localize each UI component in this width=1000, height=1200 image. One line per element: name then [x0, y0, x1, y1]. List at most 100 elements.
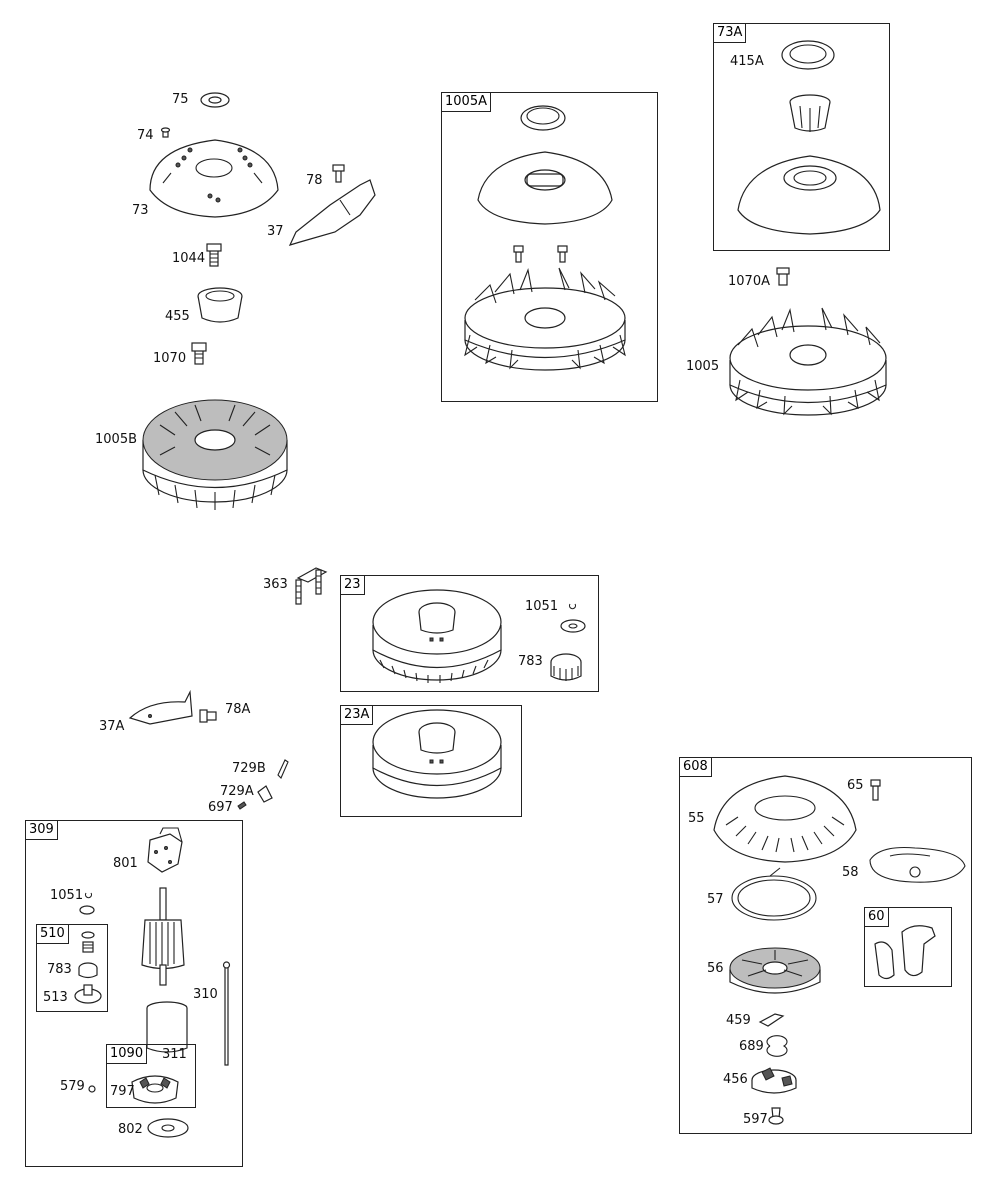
part-label: 74: [137, 128, 154, 143]
part-label: 802: [118, 1122, 143, 1137]
part-310-housing: [146, 1001, 188, 1053]
part-armature: [141, 887, 185, 986]
part-label: 57: [707, 892, 724, 907]
part-1005-flywheel: [729, 307, 887, 416]
part-label: 1051: [525, 599, 559, 614]
part-37A-bracket: [128, 689, 193, 725]
part-597-screw: [768, 1107, 784, 1125]
part-58-rope: [869, 846, 966, 883]
part-23-flywheel: [372, 589, 502, 683]
kit-box-label: 510: [37, 925, 69, 944]
part-label: 1070: [153, 351, 187, 366]
kit-box-1005A: 1005A: [441, 92, 658, 402]
part-1005A-assembly: [464, 105, 626, 371]
part-1051-clip-a: [568, 603, 577, 610]
part-73A-assembly: [737, 40, 881, 235]
kit-box-73A: 73A: [713, 23, 890, 251]
part-label: 56: [707, 961, 724, 976]
part-label: 1005B: [95, 432, 138, 447]
part-label: 783: [518, 654, 543, 669]
part-label: 597: [743, 1112, 768, 1127]
part-73-cover: [149, 139, 279, 218]
kit-box-label: 309: [26, 821, 58, 840]
part-label: 729A: [220, 784, 254, 799]
part-1051-washer-b: [79, 905, 95, 915]
part-1005B-flywheel: [142, 399, 288, 510]
part-1070A-bolt: [776, 267, 790, 286]
part-65-screw: [870, 779, 881, 801]
part-label: 1044: [172, 251, 206, 266]
kit-box-label: 60: [865, 908, 889, 927]
kit-box-label: 73A: [714, 24, 747, 43]
kit-box-label: 608: [680, 758, 712, 777]
part-802-plate: [147, 1118, 189, 1138]
part-456-retainer: [751, 1067, 797, 1094]
kit-box-60: 60: [864, 907, 952, 987]
part-78-bolt: [332, 164, 345, 183]
kit-box-608: 608: [679, 757, 972, 1134]
part-label: 455: [165, 309, 190, 324]
part-23A-flywheel: [372, 709, 502, 799]
part-label: 689: [739, 1039, 764, 1054]
part-60-handle-kit: [874, 925, 936, 980]
part-label: 363: [263, 577, 288, 592]
part-label: 73: [132, 203, 149, 218]
part-label: 78A: [225, 702, 251, 717]
kit-box-23A: 23A: [340, 705, 522, 817]
part-label: 310: [193, 987, 218, 1002]
part-459-pawl: [758, 1013, 785, 1027]
part-311-end-cap: [131, 1075, 179, 1104]
part-310-through-bolt: [222, 961, 231, 1066]
part-697-screw: [237, 801, 247, 810]
part-label: 456: [723, 1072, 748, 1087]
part-label: 513: [43, 990, 68, 1005]
part-label: 415A: [730, 54, 764, 69]
part-801-bracket: [147, 827, 183, 873]
part-74-screw: [160, 127, 171, 138]
part-689-spring: [766, 1035, 788, 1057]
part-56-pulley: [729, 947, 821, 994]
part-57-spring: [731, 867, 817, 921]
part-label: 65: [847, 778, 864, 793]
part-783-gear: [550, 653, 582, 681]
part-label: 1051: [50, 888, 84, 903]
part-label: 37: [267, 224, 284, 239]
part-579-nut: [88, 1085, 96, 1093]
part-label: 801: [113, 856, 138, 871]
kit-box-510: 510: [36, 924, 108, 1012]
part-455-cup: [197, 287, 243, 323]
part-label: 1005: [686, 359, 720, 374]
part-label: 311: [162, 1047, 187, 1062]
part-label: 78: [306, 173, 323, 188]
kit-box-1090: 1090: [106, 1044, 196, 1108]
part-label: 797: [110, 1084, 135, 1099]
part-1051-clip-b: [84, 892, 93, 899]
part-label: 55: [688, 811, 705, 826]
part-75-washer: [200, 92, 230, 108]
part-label: 37A: [99, 719, 125, 734]
part-78A-bolt: [199, 709, 217, 723]
part-label: 729B: [232, 761, 266, 776]
part-label: 783: [47, 962, 72, 977]
part-1051-washer: [560, 619, 586, 633]
part-label: 75: [172, 92, 189, 107]
kit-box-label: 23A: [341, 706, 374, 725]
part-1070-bolt: [191, 342, 207, 365]
part-label: 579: [60, 1079, 85, 1094]
part-363-bracket: [295, 567, 328, 605]
part-729A-clip: [257, 785, 273, 803]
kit-box-label: 1005A: [442, 93, 491, 112]
kit-box-label: 23: [341, 576, 365, 595]
part-729B-wire: [277, 759, 289, 779]
kit-box-23: 23: [340, 575, 599, 692]
part-label: 697: [208, 800, 233, 815]
part-label: 1070A: [728, 274, 770, 289]
part-37-air-guide: [288, 179, 376, 246]
kit-box-label: 1090: [107, 1045, 148, 1064]
part-label: 58: [842, 865, 859, 880]
part-510-kit: [74, 931, 102, 1004]
part-55-housing: [713, 775, 857, 863]
part-label: 459: [726, 1013, 751, 1028]
